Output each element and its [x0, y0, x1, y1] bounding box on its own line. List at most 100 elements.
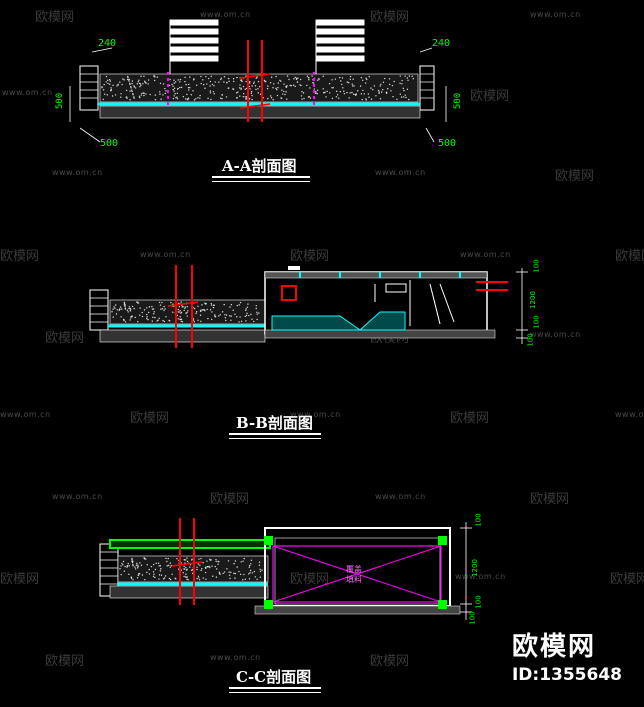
dim-c-right-2: 1200 [470, 559, 479, 577]
gravel-speck [200, 310, 202, 313]
gravel-speck [400, 96, 403, 98]
gravel-speck [226, 81, 228, 84]
gravel-speck [221, 98, 223, 100]
gravel-speck [269, 95, 272, 97]
gravel-speck [201, 309, 204, 311]
watermark-url: www.om.cn [52, 168, 103, 177]
gravel-speck [121, 562, 123, 565]
gravel-speck [120, 96, 122, 98]
gravel-speck [131, 82, 133, 85]
gravel-speck [196, 568, 198, 571]
dim-c-right-1: 100 [474, 513, 483, 527]
gravel-speck [162, 578, 165, 580]
gravel-speck [248, 82, 251, 84]
gravel-speck [148, 306, 151, 308]
gravel-speck [164, 92, 166, 95]
gravel-speck [253, 320, 255, 323]
gravel-speck [303, 97, 305, 100]
gravel-speck [240, 87, 242, 89]
gravel-speck [131, 90, 133, 92]
gravel-speck [170, 565, 173, 567]
gravel-speck [155, 562, 157, 565]
gravel-speck [331, 87, 333, 89]
gravel-speck [124, 308, 127, 310]
gravel-speck [197, 563, 200, 565]
gravel-speck [166, 560, 168, 563]
gravel-speck [297, 77, 299, 79]
gravel-speck [132, 92, 134, 95]
gravel-speck [289, 84, 291, 87]
gravel-speck [119, 568, 121, 570]
gravel-speck [152, 563, 155, 566]
gravel-speck [249, 572, 251, 574]
gravel-speck [110, 89, 112, 92]
dim-c-right-3: 100 [474, 595, 483, 609]
gravel-speck [202, 83, 205, 86]
gravel-speck [256, 318, 258, 321]
gravel-speck [151, 320, 153, 322]
dim-a-bottom-right: 500 [438, 138, 457, 149]
gravel-speck [172, 303, 174, 305]
gravel-speck [122, 560, 125, 563]
gravel-speck [178, 305, 180, 308]
gravel-speck [179, 86, 181, 89]
gravel-speck [186, 560, 189, 563]
gravel-speck [232, 80, 235, 83]
gravel-speck [238, 304, 241, 306]
gravel-speck [254, 85, 257, 87]
gravel-speck [314, 92, 317, 95]
gravel-speck [123, 79, 125, 81]
gravel-speck [123, 302, 126, 305]
gravel-speck [239, 316, 241, 318]
gravel-speck [159, 93, 161, 95]
gravel-speck [165, 557, 167, 560]
gravel-speck [210, 302, 212, 305]
gravel-speck [205, 75, 207, 78]
gravel-speck [259, 576, 261, 578]
gravel-speck [130, 86, 132, 88]
gravel-speck [153, 313, 155, 315]
gravel-speck [308, 78, 310, 81]
gravel-speck [137, 564, 139, 566]
gravel-speck [306, 84, 308, 87]
gravel-speck [223, 76, 226, 78]
gravel-speck [186, 93, 188, 96]
gravel-speck [158, 578, 160, 580]
gravel-speck [208, 77, 210, 80]
gravel-speck [185, 98, 187, 100]
gravel-speck [234, 560, 237, 562]
gravel-speck [129, 99, 131, 101]
gravel-speck [285, 91, 287, 93]
gravel-speck [141, 574, 144, 576]
gravel-speck [309, 87, 311, 89]
gravel-speck [129, 310, 131, 312]
gravel-speck [132, 565, 134, 567]
gravel-speck [132, 579, 134, 581]
gravel-speck [143, 557, 146, 559]
gravel-speck [203, 308, 205, 311]
gravel-speck [370, 98, 373, 100]
gravel-speck [256, 311, 258, 313]
gravel-speck [232, 309, 234, 311]
gravel-speck [131, 558, 133, 561]
gravel-speck [206, 308, 208, 311]
gravel-speck [254, 576, 257, 578]
gravel-speck [241, 80, 243, 83]
gravel-speck [136, 577, 139, 579]
gravel-speck [182, 572, 184, 574]
gravel-speck [218, 315, 220, 317]
gravel-speck [364, 82, 367, 84]
gravel-speck [191, 559, 193, 561]
watermark-url: www.om.cn [210, 653, 261, 662]
watermark-brand: 欧模网 [370, 654, 410, 669]
gravel-speck [277, 86, 279, 89]
tank-inner-c [274, 537, 441, 605]
gravel-speck [193, 99, 196, 101]
gravel-speck [225, 96, 228, 98]
gravel-speck [180, 320, 182, 323]
gravel-speck [103, 83, 105, 86]
gravel-speck [228, 571, 230, 573]
gravel-speck [145, 82, 147, 84]
watermark-brand: 欧模网 [555, 169, 595, 184]
gravel-speck [120, 93, 122, 95]
